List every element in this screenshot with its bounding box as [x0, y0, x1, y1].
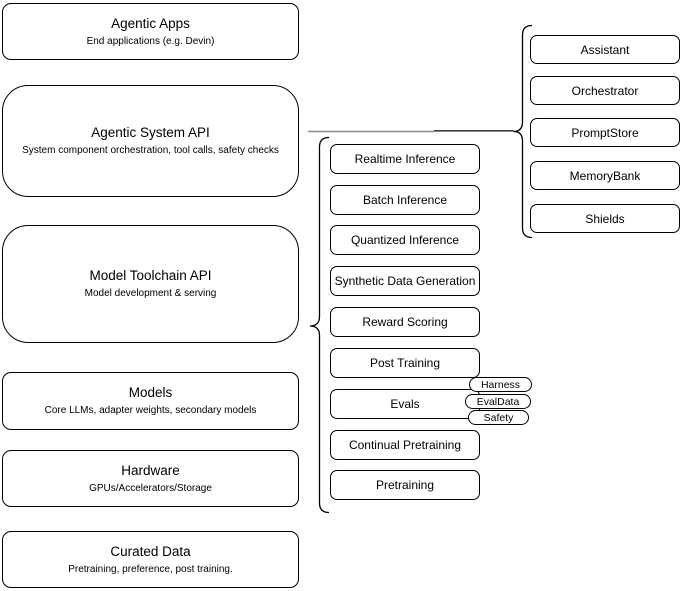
- node-subtitle: Core LLMs, adapter weights, secondary mo…: [44, 405, 257, 416]
- node-title: Hardware: [121, 462, 180, 478]
- tag-safety: Safety: [468, 410, 529, 425]
- node-subtitle: GPUs/Accelerators/Storage: [89, 482, 212, 494]
- node-agentic-system-api: Agentic System API System component orch…: [2, 85, 299, 197]
- node-pretraining: Pretraining: [330, 470, 480, 500]
- toolchain-group-brace: [309, 136, 330, 514]
- node-title: Models: [128, 385, 173, 400]
- tag-harness: Harness: [469, 377, 532, 392]
- node-post-training: Post Training: [330, 348, 480, 378]
- node-promptstore: PromptStore: [530, 118, 680, 147]
- node-agentic-apps: Agentic Apps End applications (e.g. Devi…: [2, 3, 299, 60]
- node-subtitle: Pretraining, preference, post training.: [68, 563, 233, 575]
- node-hardware: Hardware GPUs/Accelerators/Storage: [2, 450, 299, 507]
- node-title: Curated Data: [110, 543, 191, 559]
- node-title: Agentic System API: [91, 125, 210, 140]
- node-subtitle: Model development & serving: [84, 288, 217, 299]
- node-reward-scoring: Reward Scoring: [330, 307, 480, 337]
- node-title: Agentic Apps: [111, 15, 190, 31]
- node-title: Model Toolchain API: [89, 268, 212, 283]
- node-orchestrator: Orchestrator: [530, 76, 680, 105]
- node-batch-inference: Batch Inference: [330, 185, 480, 215]
- node-evals: Evals: [330, 389, 480, 419]
- node-continual-pretraining: Continual Pretraining: [330, 430, 480, 460]
- node-subtitle: End applications (e.g. Devin): [86, 35, 215, 47]
- node-shields: Shields: [530, 204, 680, 233]
- node-quantized-inference: Quantized Inference: [330, 225, 480, 255]
- tag-evaldata: EvalData: [465, 394, 531, 409]
- node-models: Models Core LLMs, adapter weights, secon…: [2, 372, 299, 430]
- node-memorybank: MemoryBank: [530, 161, 680, 190]
- node-realtime-inference: Realtime Inference: [330, 144, 480, 174]
- node-assistant: Assistant: [530, 35, 680, 64]
- node-model-toolchain-api: Model Toolchain API Model development & …: [2, 225, 299, 343]
- node-synthetic-data-generation: Synthetic Data Generation: [330, 266, 480, 296]
- node-subtitle: System component orchestration, tool cal…: [22, 145, 279, 156]
- node-curated-data: Curated Data Pretraining, preference, po…: [2, 531, 299, 588]
